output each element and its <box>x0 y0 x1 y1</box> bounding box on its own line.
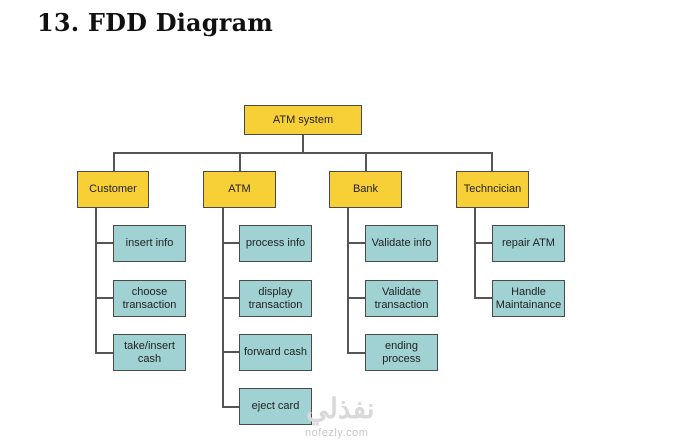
root-node: ATM system <box>244 105 362 135</box>
connector-atm <box>239 152 241 172</box>
tick <box>222 297 240 299</box>
node-bank: Bank <box>329 171 402 208</box>
spine-technician <box>474 207 476 298</box>
node-take-insert-cash: take/insert cash <box>113 334 186 371</box>
watermark-site: nofezly.com <box>305 427 369 439</box>
spine-atm <box>222 207 224 407</box>
connector-customer <box>113 152 115 172</box>
tick <box>347 297 367 299</box>
tick <box>95 352 115 354</box>
watermark-arabic: نفذلي <box>306 393 375 424</box>
node-validate-info: Validate info <box>365 225 438 262</box>
tick <box>474 242 493 244</box>
spine-customer <box>95 207 97 353</box>
node-repair-atm: repair ATM <box>492 225 565 262</box>
node-choose-transaction: choose transaction <box>113 280 186 317</box>
node-display-transaction: display transaction <box>239 280 312 317</box>
connector-bank <box>365 152 367 172</box>
tick <box>222 351 240 353</box>
node-technician: Techncician <box>456 171 529 208</box>
tick <box>222 406 240 408</box>
tick <box>347 242 367 244</box>
node-insert-info: insert info <box>113 225 186 262</box>
node-handle-maintainance: Handle Maintainance <box>492 280 565 317</box>
node-validate-transaction: Validate transaction <box>365 280 438 317</box>
spine-bank <box>347 207 349 353</box>
tick <box>347 352 367 354</box>
tick <box>95 242 115 244</box>
node-eject-card: eject card <box>239 388 312 425</box>
root-connector <box>302 134 304 153</box>
node-process-info: process info <box>239 225 312 262</box>
node-atm: ATM <box>203 171 276 208</box>
branch-bus <box>113 152 492 154</box>
node-ending-process: ending process <box>365 334 438 371</box>
node-customer: Customer <box>77 171 149 208</box>
tick <box>474 297 493 299</box>
node-forward-cash: forward cash <box>239 334 312 371</box>
tick <box>222 242 240 244</box>
tick <box>95 297 115 299</box>
connector-technician <box>491 152 493 172</box>
page-title: 13. FDD Diagram <box>37 8 273 37</box>
